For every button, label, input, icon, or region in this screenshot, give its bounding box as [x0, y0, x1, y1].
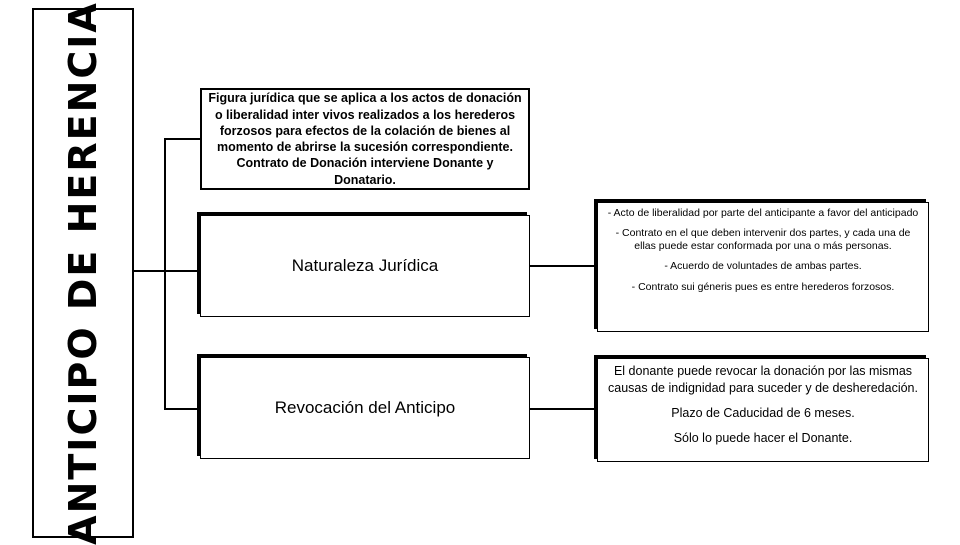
- revocacion-detail-item: El donante puede revocar la donación por…: [608, 364, 918, 395]
- title-box: ANTICIPO DE HERENCIA: [32, 1, 134, 545]
- revocacion-detail-item: Plazo de Caducidad de 6 meses.: [671, 405, 855, 420]
- definition-text: Figura jurídica que se aplica a los acto…: [208, 91, 522, 187]
- connector-title-trunk: [134, 270, 166, 272]
- definition-box: Figura jurídica que se aplica a los acto…: [200, 88, 530, 190]
- connector-to-definition: [164, 138, 200, 140]
- naturaleza-details-box: - Acto de liberalidad por parte del anti…: [597, 202, 929, 332]
- naturaleza-label: Naturaleza Jurídica: [291, 256, 439, 275]
- connector-to-revocacion: [164, 408, 200, 410]
- connector-to-naturaleza: [164, 270, 200, 272]
- diagram-title: ANTICIPO DE HERENCIA: [61, 1, 105, 545]
- naturaleza-detail-item: - Contrato en el que deben intervenir do…: [615, 227, 911, 253]
- naturaleza-detail-item: - Acuerdo de voluntades de ambas partes.: [664, 260, 862, 273]
- naturaleza-detail-item: - Contrato sui géneris pues es entre her…: [631, 280, 895, 293]
- revocacion-detail-item: Sólo lo puede hacer el Donante.: [673, 430, 853, 445]
- connector-revocacion-details: [530, 408, 597, 410]
- revocacion-box: Revocación del Anticipo: [200, 357, 530, 459]
- revocacion-label: Revocación del Anticipo: [274, 398, 456, 417]
- naturaleza-detail-item: - Acto de liberalidad por parte del anti…: [607, 207, 919, 219]
- connector-naturaleza-details: [530, 265, 597, 267]
- connector-vertical-trunk: [164, 138, 166, 410]
- revocacion-details-box: El donante puede revocar la donación por…: [597, 358, 929, 462]
- naturaleza-box: Naturaleza Jurídica: [200, 215, 530, 317]
